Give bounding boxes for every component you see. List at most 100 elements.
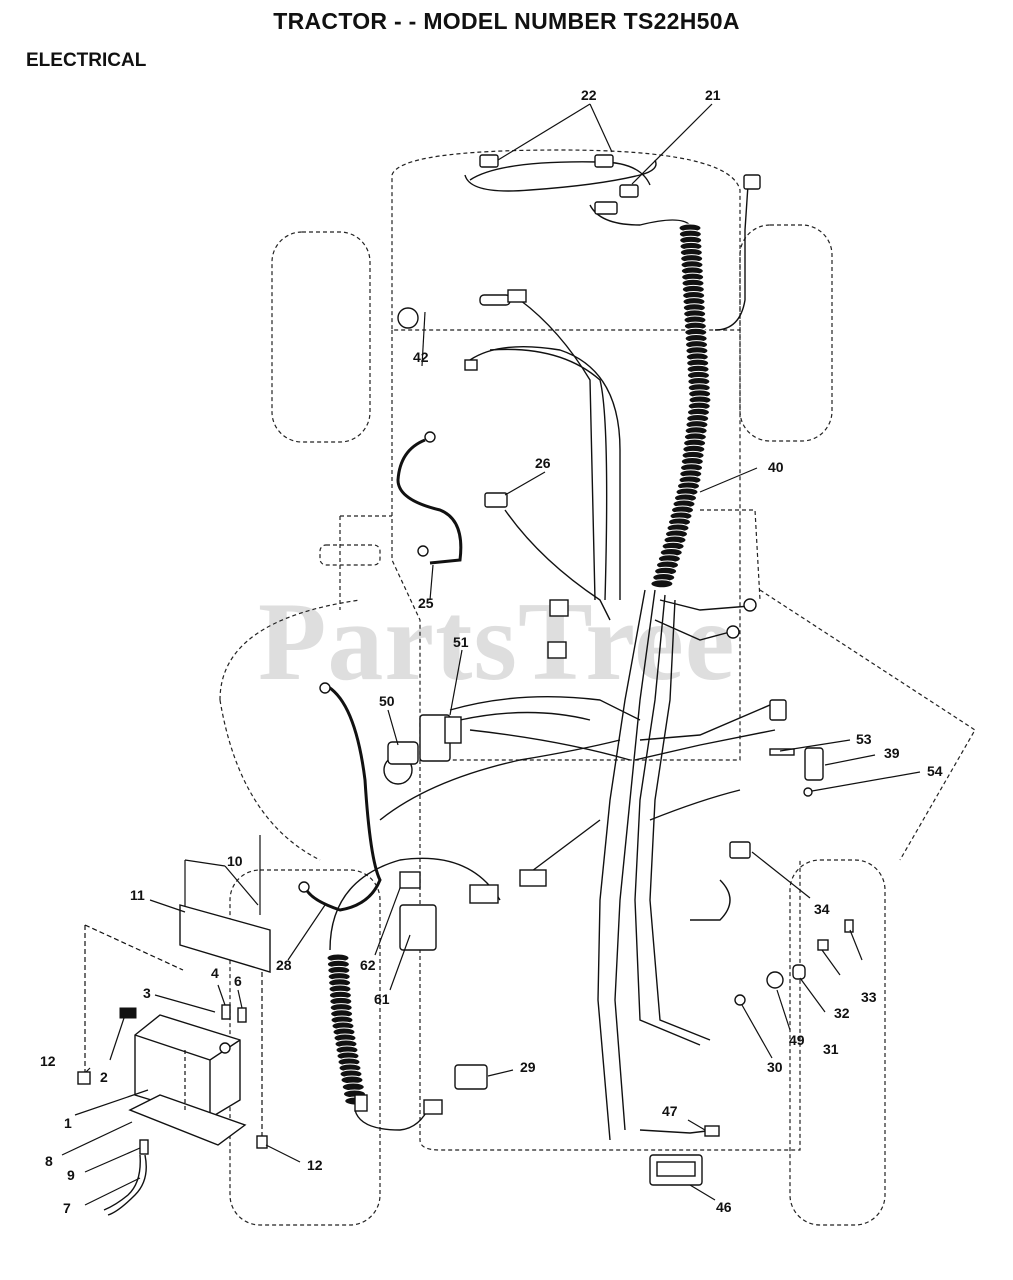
battery-cable-28 bbox=[303, 683, 382, 912]
seat-switch-39 bbox=[804, 747, 824, 781]
callout-1: 1 bbox=[64, 1115, 72, 1131]
nut-30 bbox=[734, 994, 746, 1006]
rear-left-tire bbox=[229, 869, 381, 1226]
washer-49 bbox=[766, 971, 784, 989]
battery-ring-terminal bbox=[319, 682, 331, 694]
switch-51 bbox=[444, 716, 462, 744]
hood-outline bbox=[391, 149, 741, 331]
steering-box bbox=[319, 544, 381, 566]
conduit-40 bbox=[650, 223, 712, 589]
battery-tray-8 bbox=[128, 1094, 247, 1146]
callout-7: 7 bbox=[63, 1200, 71, 1216]
rear-right-tire bbox=[789, 859, 886, 1226]
part-33 bbox=[844, 919, 854, 933]
callout-8: 8 bbox=[45, 1153, 53, 1169]
ring-31 bbox=[792, 964, 806, 980]
ground-ring-1 bbox=[743, 598, 757, 612]
callout-34: 34 bbox=[814, 901, 830, 917]
callout-4: 4 bbox=[211, 965, 219, 981]
terminal-47 bbox=[704, 1125, 720, 1137]
terminal bbox=[464, 359, 478, 371]
callout-50: 50 bbox=[379, 693, 395, 709]
page-title: TRACTOR - - MODEL NUMBER TS22H50A bbox=[273, 8, 740, 34]
terminal-post bbox=[219, 1042, 231, 1054]
ground-cable-25 bbox=[396, 438, 463, 565]
callout-33: 33 bbox=[861, 989, 877, 1005]
right-plug bbox=[743, 174, 761, 190]
switch-34 bbox=[729, 841, 751, 859]
callout-22: 22 bbox=[581, 87, 597, 103]
front-left-tire bbox=[271, 231, 371, 443]
ring-terminal-28 bbox=[298, 881, 310, 893]
leader-lines bbox=[61, 103, 921, 1206]
connector-29 bbox=[454, 1064, 488, 1090]
vent-tube-7 bbox=[107, 1154, 147, 1216]
tractor-outline bbox=[219, 149, 976, 1226]
callout-30: 30 bbox=[767, 1059, 783, 1075]
conduit-lower bbox=[326, 953, 368, 1106]
watermark: PartsTree bbox=[258, 580, 736, 704]
fuse-holder bbox=[479, 294, 511, 306]
callout-21: 21 bbox=[705, 87, 721, 103]
connector-21 bbox=[619, 184, 639, 198]
callout-10: 10 bbox=[227, 853, 243, 869]
callout-31: 31 bbox=[823, 1041, 839, 1057]
module-61 bbox=[399, 904, 437, 951]
relay-left bbox=[549, 599, 569, 617]
nut-6 bbox=[237, 1007, 247, 1023]
callout-46: 46 bbox=[716, 1199, 732, 1215]
bolt-12-bottom bbox=[256, 1135, 268, 1149]
callout-12-top: 12 bbox=[40, 1053, 56, 1069]
callout-49: 49 bbox=[789, 1032, 805, 1048]
callout-61: 61 bbox=[374, 991, 390, 1007]
switch-26 bbox=[484, 492, 508, 508]
bracket-right bbox=[769, 699, 787, 721]
terminal-boot-2 bbox=[119, 1007, 137, 1019]
front-right-tire bbox=[739, 224, 833, 442]
washer-4 bbox=[221, 1004, 231, 1020]
callout-2: 2 bbox=[100, 1069, 108, 1085]
callout-53: 53 bbox=[856, 731, 872, 747]
pto-knob-42 bbox=[397, 307, 419, 329]
rear-frame-outline bbox=[419, 760, 801, 1151]
hour-meter-46-window bbox=[656, 1161, 696, 1177]
connector-center bbox=[519, 869, 547, 887]
callouts: 22 21 42 26 40 25 51 50 53 39 54 10 11 3… bbox=[40, 87, 943, 1216]
part-32 bbox=[817, 939, 829, 951]
wire-end-left bbox=[354, 1094, 368, 1112]
parts bbox=[298, 154, 854, 1186]
callout-47: 47 bbox=[662, 1103, 678, 1119]
deck-outline bbox=[219, 589, 976, 861]
connector-center-2 bbox=[469, 884, 499, 904]
fitting-9 bbox=[139, 1139, 149, 1155]
section-label: ELECTRICAL bbox=[26, 50, 147, 71]
headlight-connector-left bbox=[479, 154, 499, 168]
connector-62 bbox=[399, 871, 421, 889]
relay-right bbox=[547, 641, 567, 659]
callout-9: 9 bbox=[67, 1167, 75, 1183]
frame-outline bbox=[391, 330, 741, 761]
callout-29: 29 bbox=[520, 1059, 536, 1075]
callout-32: 32 bbox=[834, 1005, 850, 1021]
connector-rear bbox=[423, 1099, 443, 1115]
plug-53 bbox=[769, 748, 795, 756]
ring-terminal-25 bbox=[417, 545, 429, 557]
clip bbox=[507, 289, 527, 303]
callout-6: 6 bbox=[234, 973, 242, 989]
callout-26: 26 bbox=[535, 455, 551, 471]
callout-25: 25 bbox=[418, 595, 434, 611]
ground-ring-2 bbox=[726, 625, 740, 639]
callout-62: 62 bbox=[360, 957, 376, 973]
ignition-key-body bbox=[387, 741, 419, 765]
front-connector bbox=[594, 201, 618, 215]
callout-54: 54 bbox=[927, 763, 943, 779]
headlight-connector-right bbox=[594, 154, 614, 168]
callout-3: 3 bbox=[143, 985, 151, 1001]
conduit-ring bbox=[650, 579, 674, 589]
seat-area-outline bbox=[339, 509, 761, 610]
callout-39: 39 bbox=[884, 745, 900, 761]
battery-assembly bbox=[77, 835, 271, 1216]
callout-11: 11 bbox=[130, 887, 145, 903]
hold-down-11 bbox=[179, 904, 271, 973]
